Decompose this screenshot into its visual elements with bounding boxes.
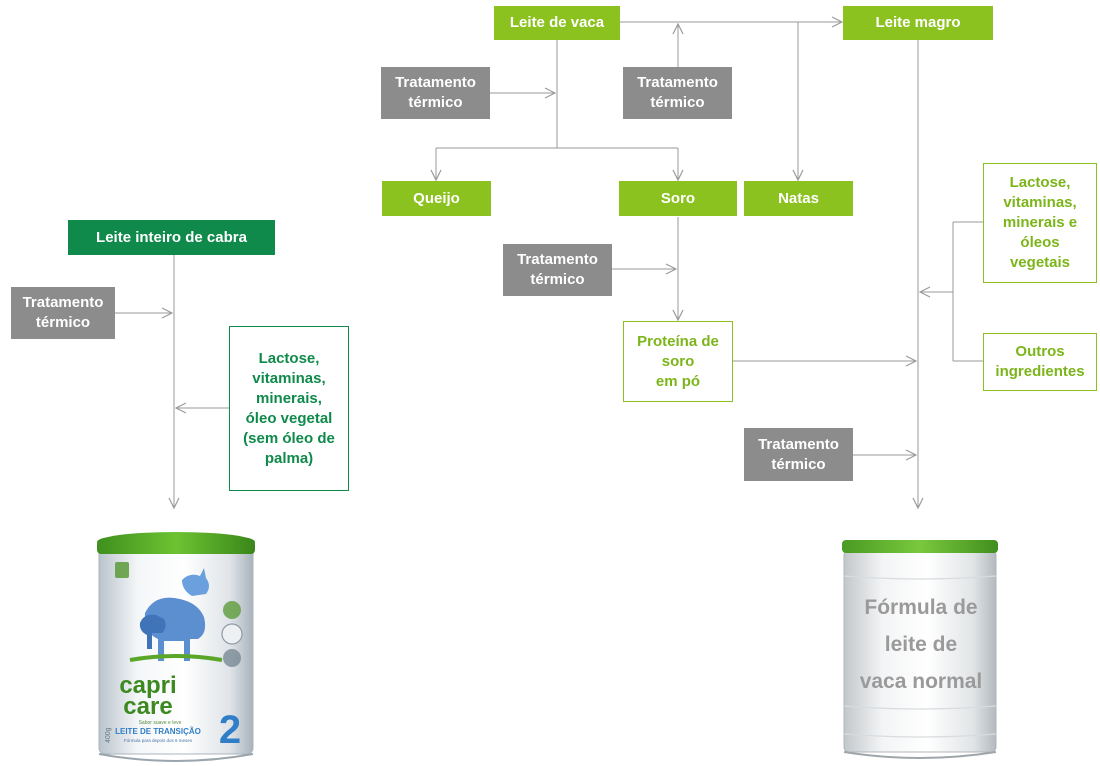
- whey-protein-label: Proteína de soro em pó: [637, 332, 719, 390]
- cow-milk-box: Leite de vaca: [494, 6, 620, 40]
- can-brand-line1: capri: [119, 672, 176, 699]
- can-subtitle: Fórmula para depois dos 6 meses: [124, 738, 193, 743]
- cow-heat-treatment-box-2: Tratamento térmico: [623, 67, 732, 119]
- cheese-label: Queijo: [413, 189, 460, 207]
- whey-heat-treatment-box: Tratamento térmico: [503, 244, 612, 296]
- skimmed-milk-label: Leite magro: [875, 14, 961, 31]
- cow-heat-treatment-box-1: Tratamento térmico: [381, 67, 490, 119]
- lactose-vitamins-label: Lactose, vitaminas, minerais e óleos veg…: [1002, 174, 1078, 271]
- whey-label: Soro: [660, 189, 696, 207]
- whey-box: Soro: [619, 181, 737, 216]
- goat-heat-treatment-box: Tratamento térmico: [11, 287, 115, 339]
- whey-heat-treatment-label: Tratamento térmico: [517, 251, 598, 288]
- generic-formula-can-image: [842, 540, 998, 759]
- capricare-can-image: capri care Sabor suave e leve LEITE DE T…: [97, 532, 255, 762]
- can-stage-number: 2: [219, 708, 241, 752]
- can-brand-line2: care: [123, 693, 172, 720]
- goat-milk-box: Leite inteiro de cabra: [68, 220, 275, 255]
- other-ingredients-box: Outros ingredientes: [983, 333, 1097, 391]
- can-tagline: Sabor suave e leve: [139, 720, 182, 726]
- cheese-box: Queijo: [382, 181, 491, 216]
- generic-can-label-box: Fórmula de leite de vaca normal: [846, 588, 996, 700]
- cow-heat-treatment-label-2: Tratamento térmico: [637, 74, 718, 111]
- skimmed-milk-box: Leite magro: [843, 6, 993, 40]
- goat-milk-label: Leite inteiro de cabra: [96, 228, 247, 246]
- goat-additives-label: Lactose, vitaminas, minerais, óleo veget…: [243, 349, 335, 467]
- can-weight: 400g: [105, 727, 112, 743]
- lactose-vitamins-box: Lactose, vitaminas, minerais e óleos veg…: [983, 163, 1097, 283]
- goat-heat-treatment-label: Tratamento térmico: [22, 294, 104, 331]
- generic-can-label: Fórmula de leite de vaca normal: [859, 595, 983, 693]
- cow-heat-treatment-label-1: Tratamento térmico: [395, 74, 476, 111]
- cow-final-heat-treatment-box: Tratamento térmico: [744, 428, 853, 481]
- other-ingredients-label: Outros ingredientes: [995, 343, 1085, 380]
- cow-final-heat-treatment-label: Tratamento térmico: [758, 435, 839, 473]
- cow-milk-label: Leite de vaca: [509, 14, 605, 31]
- goat-additives-box: Lactose, vitaminas, minerais, óleo veget…: [229, 326, 349, 491]
- cream-label: Natas: [778, 189, 819, 207]
- whey-protein-box: Proteína de soro em pó: [623, 321, 733, 402]
- cream-box: Natas: [744, 181, 853, 216]
- can-product: LEITE DE TRANSIÇÃO: [115, 727, 201, 736]
